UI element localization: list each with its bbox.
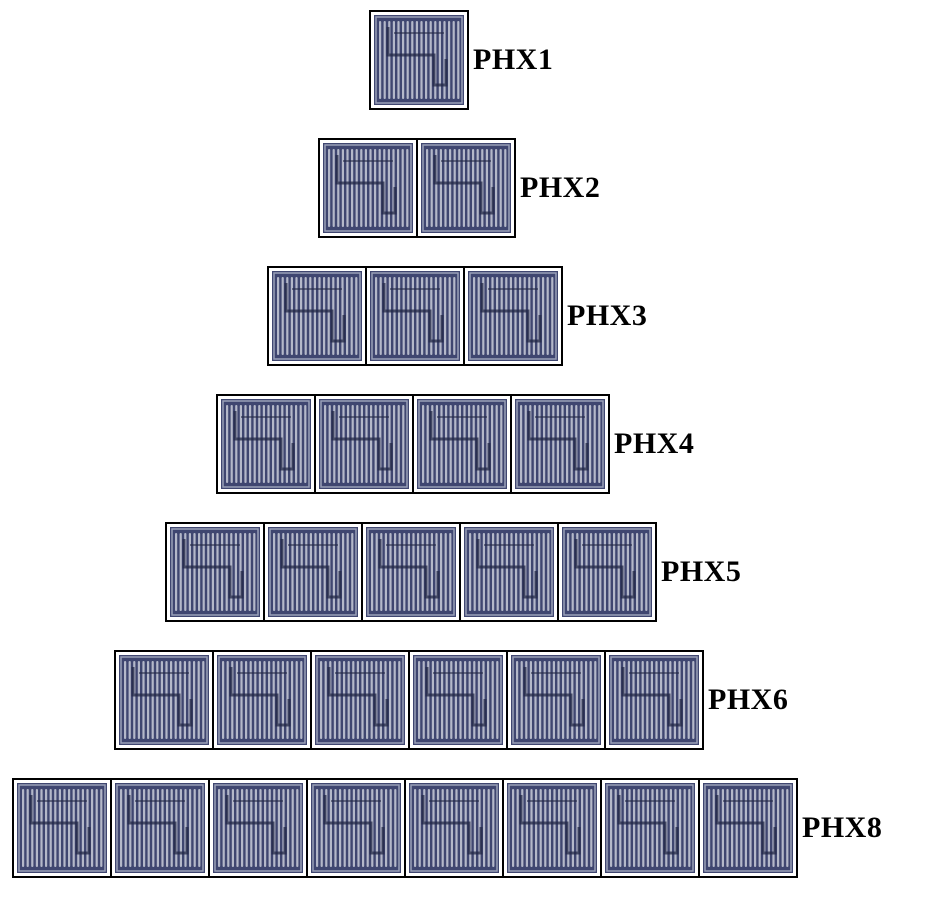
- row-label: PHX2: [520, 171, 601, 204]
- plate-group: [165, 522, 657, 622]
- heat-exchanger-plate-icon: [465, 268, 561, 364]
- heat-exchanger-plate-icon: [210, 780, 306, 876]
- heat-exchanger-plate-icon: [214, 652, 310, 748]
- heat-exchanger-plate-icon: [700, 780, 796, 876]
- heat-exchanger-plate-icon: [406, 780, 502, 876]
- phx-row: PHX6: [114, 650, 788, 750]
- heat-exchanger-plate-icon: [414, 396, 510, 492]
- row-label: PHX5: [661, 555, 742, 588]
- phx-row: PHX3: [267, 266, 647, 366]
- heat-exchanger-plate-icon: [116, 652, 212, 748]
- phx-row: PHX8: [12, 778, 882, 878]
- plate-group: [216, 394, 610, 494]
- plate-group: [318, 138, 516, 238]
- heat-exchanger-plate-icon: [320, 140, 416, 236]
- heat-exchanger-plate-icon: [508, 652, 604, 748]
- phx-row: PHX4: [216, 394, 694, 494]
- row-label: PHX1: [473, 43, 554, 76]
- plate-group: [12, 778, 798, 878]
- heat-exchanger-plate-icon: [504, 780, 600, 876]
- plate-group: [114, 650, 704, 750]
- heat-exchanger-plate-icon: [265, 524, 361, 620]
- plate-group: [267, 266, 563, 366]
- heat-exchanger-plate-icon: [112, 780, 208, 876]
- phx-row: PHX1: [369, 10, 553, 110]
- heat-exchanger-plate-icon: [167, 524, 263, 620]
- heat-exchanger-plate-icon: [410, 652, 506, 748]
- row-label: PHX6: [708, 683, 789, 716]
- phx-row: PHX5: [165, 522, 741, 622]
- heat-exchanger-plate-icon: [14, 780, 110, 876]
- heat-exchanger-plate-icon: [316, 396, 412, 492]
- heat-exchanger-plate-icon: [559, 524, 655, 620]
- heat-exchanger-plate-icon: [312, 652, 408, 748]
- heat-exchanger-plate-icon: [606, 652, 702, 748]
- heat-exchanger-plate-icon: [218, 396, 314, 492]
- heat-exchanger-plate-icon: [371, 12, 467, 108]
- row-label: PHX3: [567, 299, 648, 332]
- heat-exchanger-plate-icon: [512, 396, 608, 492]
- heat-exchanger-plate-icon: [461, 524, 557, 620]
- heat-exchanger-plate-icon: [363, 524, 459, 620]
- plate-group: [369, 10, 469, 110]
- row-label: PHX8: [802, 811, 883, 844]
- heat-exchanger-plate-icon: [269, 268, 365, 364]
- heat-exchanger-plate-icon: [308, 780, 404, 876]
- heat-exchanger-plate-icon: [602, 780, 698, 876]
- heat-exchanger-plate-icon: [367, 268, 463, 364]
- phx-row: PHX2: [318, 138, 600, 238]
- heat-exchanger-plate-icon: [418, 140, 514, 236]
- row-label: PHX4: [614, 427, 695, 460]
